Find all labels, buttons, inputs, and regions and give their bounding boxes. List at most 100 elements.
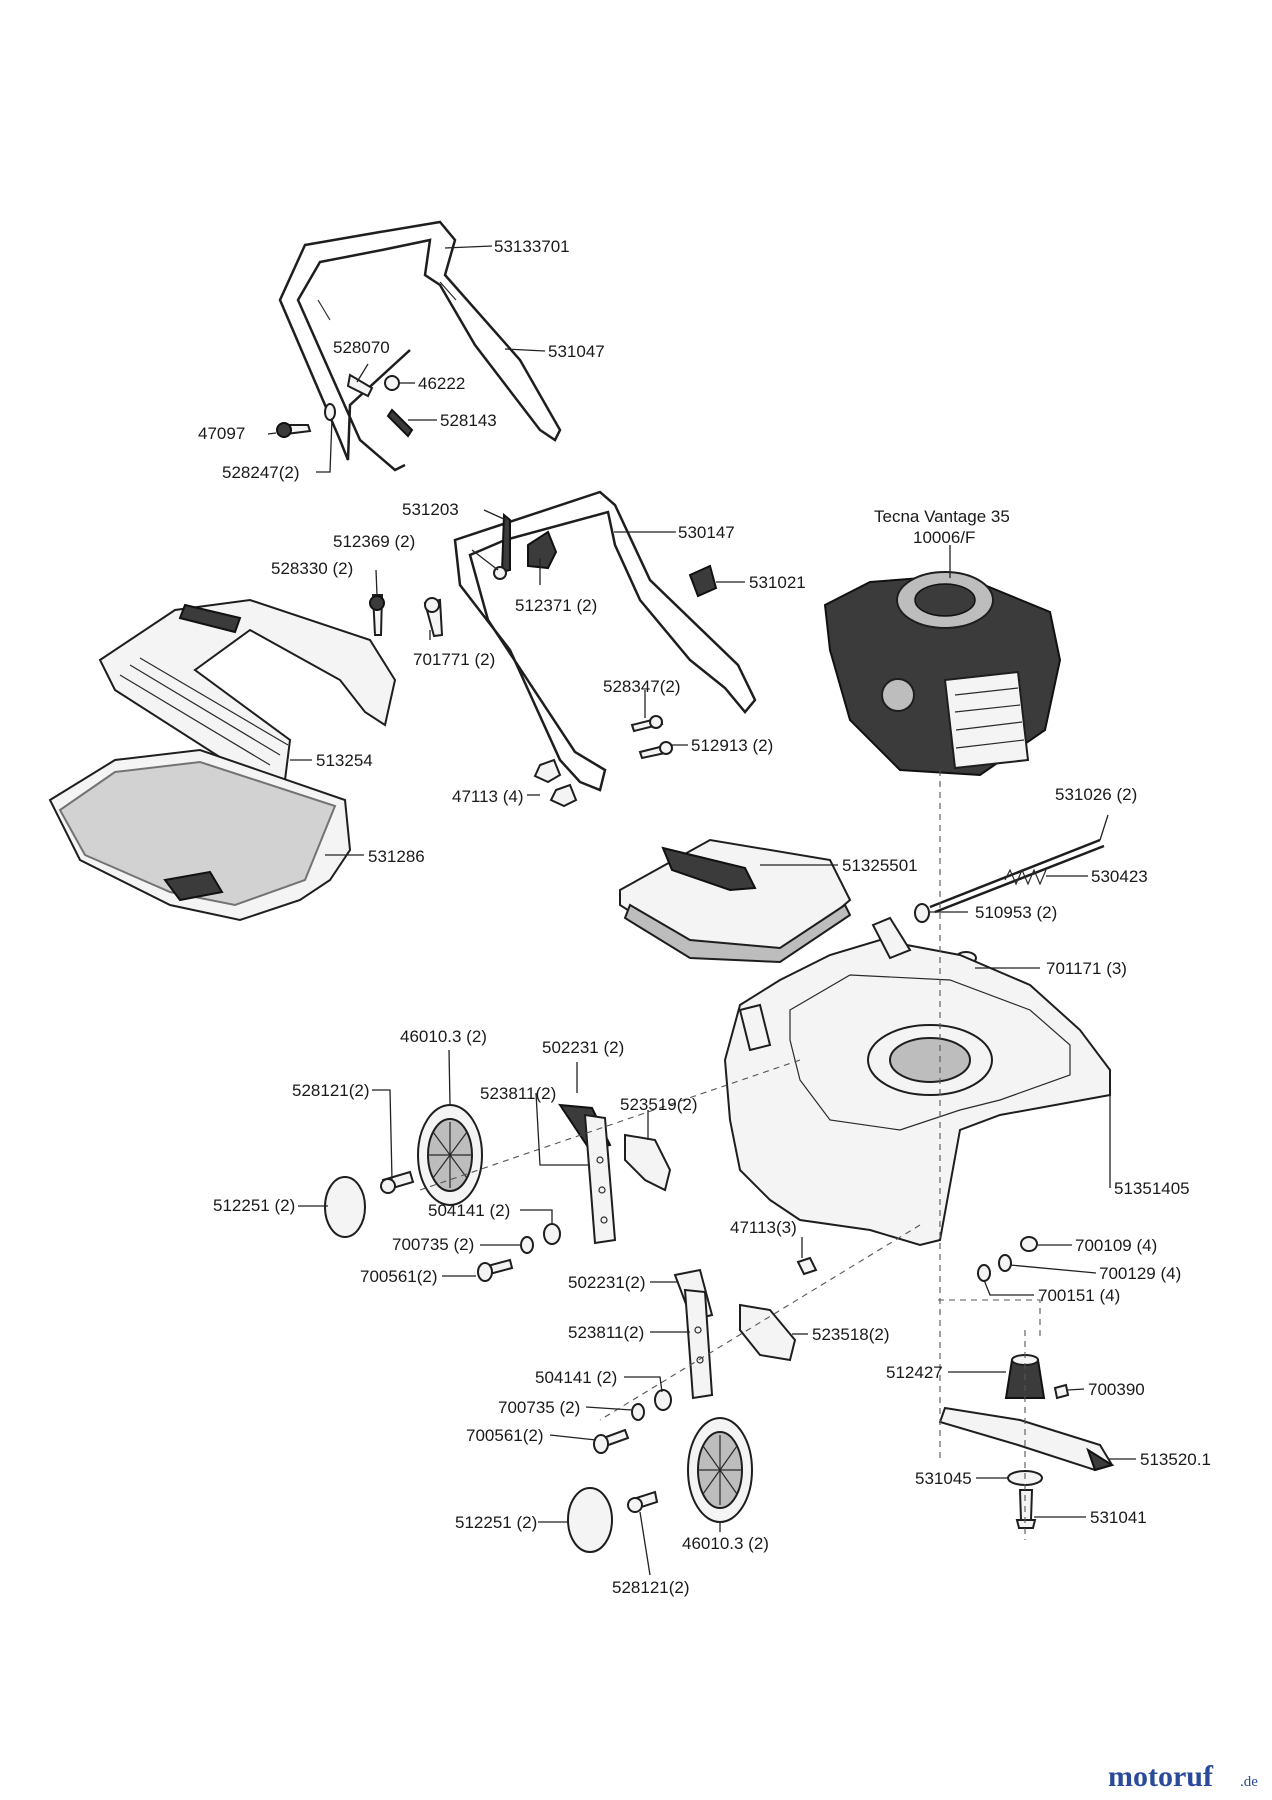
label-528070: 528070 <box>333 338 390 357</box>
label-523811a: 523811(2) <box>480 1084 556 1103</box>
label-523519: 523519(2) <box>620 1095 698 1114</box>
height-plate-523811-lower <box>683 1288 714 1400</box>
washer-510953 <box>914 903 930 923</box>
nut-46222 <box>384 375 400 391</box>
spring-530423 <box>1004 868 1047 886</box>
label-528347: 528347(2) <box>603 677 681 696</box>
bolt-47097 <box>276 422 312 438</box>
key-700390 <box>1053 1383 1070 1400</box>
label-531026: 531026 (2) <box>1055 785 1137 804</box>
label-512251a: 512251 (2) <box>213 1196 295 1215</box>
mower-deck <box>723 916 1111 1247</box>
label-502231b: 502231(2) <box>568 1273 646 1292</box>
screw-701771 <box>423 597 444 638</box>
label-701771: 701771 (2) <box>413 650 495 669</box>
wheel-46010-upper <box>417 1104 483 1206</box>
label-510953: 510953 (2) <box>975 903 1057 922</box>
washers-700151 <box>977 1264 991 1282</box>
label-512369: 512369 (2) <box>333 532 415 551</box>
label-528143: 528143 <box>440 411 497 430</box>
label-700151: 700151 (4) <box>1038 1286 1120 1305</box>
upper-handle <box>278 220 562 472</box>
bolt-700561-lower <box>593 1428 630 1454</box>
label-528247: 528247(2) <box>222 463 300 482</box>
label-523518: 523518(2) <box>812 1325 890 1344</box>
washer-528247 <box>324 403 336 421</box>
label-700735a: 700735 (2) <box>392 1235 474 1254</box>
bracket-523518 <box>739 1303 797 1362</box>
label-531203: 531203 <box>402 500 459 519</box>
label-502231a: 502231 (2) <box>542 1038 624 1057</box>
washer-504141-upper <box>543 1223 561 1245</box>
label-531045: 531045 <box>915 1469 972 1488</box>
label-531021: 531021 <box>749 573 806 592</box>
label-528330: 528330 (2) <box>271 559 353 578</box>
washers-700129 <box>998 1254 1012 1272</box>
bolt-700561-upper <box>477 1258 514 1282</box>
cable-guide-531203 <box>500 512 511 574</box>
label-46010b: 46010.3 (2) <box>682 1534 769 1553</box>
label-513520: 513520.1 <box>1140 1450 1211 1469</box>
label-engine-code: 10006/F <box>913 528 975 547</box>
axle-531026 <box>929 838 1105 914</box>
label-530147: 530147 <box>678 523 735 542</box>
catcher-basket <box>48 748 352 922</box>
hubcap-512251-lower <box>567 1487 613 1553</box>
label-700735b: 700735 (2) <box>498 1398 580 1417</box>
label-700129: 700129 (4) <box>1099 1264 1181 1283</box>
label-531047: 531047 <box>548 342 605 361</box>
lower-handle <box>453 490 757 792</box>
label-523811b: 523811(2) <box>568 1323 644 1342</box>
label-504141a: 504141 (2) <box>428 1201 510 1220</box>
label-512371: 512371 (2) <box>515 596 597 615</box>
nuts-47113-upper <box>533 758 578 808</box>
rear-flap <box>619 838 852 964</box>
screw-512913 <box>638 741 673 760</box>
washer-504141-lower <box>654 1389 672 1411</box>
nuts-700109 <box>1020 1236 1038 1252</box>
label-531041: 531041 <box>1090 1508 1147 1527</box>
clip-528070 <box>346 373 374 398</box>
catcher-top <box>98 598 397 792</box>
watermark-tld: .de <box>1240 1774 1258 1790</box>
watermark: motoruf .de <box>1108 1760 1258 1793</box>
label-512251b: 512251 (2) <box>455 1513 537 1532</box>
washer-700735-upper <box>520 1236 534 1254</box>
label-51325501: 51325501 <box>842 856 918 875</box>
label-528121a: 528121(2) <box>292 1081 370 1100</box>
label-504141b: 504141 (2) <box>535 1368 617 1387</box>
label-531286: 531286 <box>368 847 425 866</box>
axle-bolt-528121-lower <box>627 1490 659 1513</box>
label-47113a: 47113 (4) <box>452 787 524 806</box>
label-47113b: 47113(3) <box>730 1218 797 1237</box>
hubcap-512251-upper <box>324 1176 366 1238</box>
label-700561b: 700561(2) <box>466 1426 544 1445</box>
axle-bolt-528121-upper <box>380 1170 415 1194</box>
label-528121b: 528121(2) <box>612 1578 690 1597</box>
label-46222: 46222 <box>418 374 465 393</box>
label-512427: 512427 <box>886 1363 943 1382</box>
wheel-46010-lower <box>687 1417 753 1523</box>
engine-tecna-vantage-35 <box>823 571 1062 777</box>
pin-528143 <box>386 408 414 438</box>
screw-528347 <box>630 715 664 733</box>
label-700109: 700109 (4) <box>1075 1236 1157 1255</box>
knob-512371 <box>527 530 558 570</box>
label-530423: 530423 <box>1091 867 1148 886</box>
height-plate-523811-upper <box>583 1113 617 1245</box>
label-512913: 512913 (2) <box>691 736 773 755</box>
bracket-523519 <box>624 1133 672 1192</box>
label-700390: 700390 <box>1088 1380 1145 1399</box>
label-engine-model: Tecna Vantage 35 <box>874 507 1010 526</box>
watermark-brand: motoruf <box>1108 1760 1214 1793</box>
label-46010a: 46010.3 (2) <box>400 1027 487 1046</box>
blade-513520 <box>938 1406 1115 1472</box>
label-513254: 513254 <box>316 751 373 770</box>
screw-528330 <box>369 594 385 636</box>
label-51351405: 51351405 <box>1114 1179 1190 1198</box>
leader-lines <box>267 245 1136 1576</box>
assembly-lines <box>419 770 1041 1540</box>
label-701171: 701171 (3) <box>1046 959 1127 978</box>
label-47097: 47097 <box>198 424 245 443</box>
